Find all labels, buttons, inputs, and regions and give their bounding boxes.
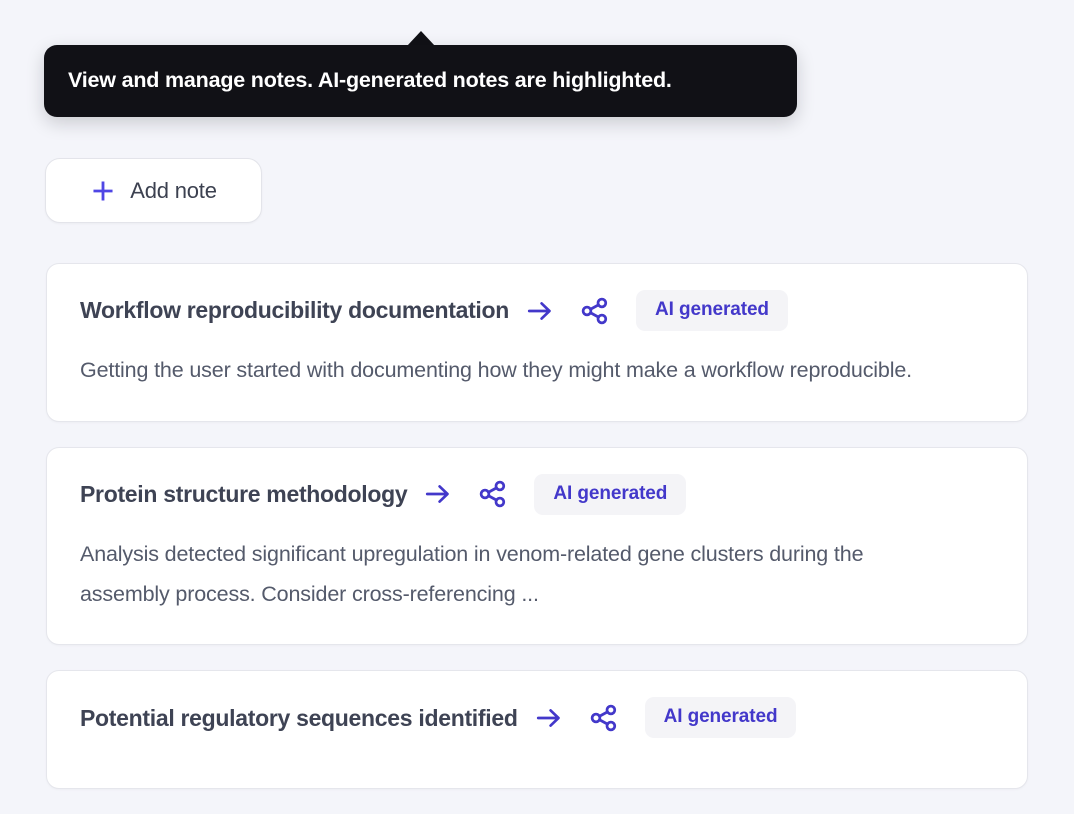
share-nodes-icon[interactable]: [580, 296, 610, 326]
note-card[interactable]: Workflow reproducibility documentation A…: [46, 263, 1028, 422]
arrow-right-icon[interactable]: [526, 298, 554, 324]
add-note-button[interactable]: Add note: [45, 158, 262, 223]
note-card[interactable]: Protein structure methodology AI generat…: [46, 446, 1028, 646]
status-badge: AI generated: [644, 697, 797, 739]
status-badge: AI generated: [534, 473, 687, 515]
arrow-right-icon[interactable]: [424, 481, 452, 507]
tooltip-tail-icon: [407, 31, 435, 46]
note-body: Analysis detected significant upregulati…: [80, 541, 864, 606]
tooltip-text: View and manage notes. AI-generated note…: [68, 68, 672, 93]
notes-list: Workflow reproducibility documentation A…: [46, 263, 1028, 814]
add-note-label: Add note: [130, 177, 217, 203]
share-nodes-icon[interactable]: [589, 703, 619, 733]
note-title: Protein structure methodology: [80, 481, 408, 508]
note-header: Potential regulatory sequences identifie…: [80, 697, 994, 739]
note-title: Potential regulatory sequences identifie…: [80, 704, 518, 731]
arrow-right-icon[interactable]: [535, 705, 563, 731]
note-title: Workflow reproducibility documentation: [80, 297, 510, 324]
note-card[interactable]: Potential regulatory sequences identifie…: [46, 670, 1028, 790]
status-badge: AI generated: [636, 290, 788, 331]
note-body: Getting the user started with documentin…: [80, 358, 912, 382]
plus-icon: [93, 180, 113, 201]
note-header: Protein structure methodology AI generat…: [80, 473, 994, 515]
tooltip: View and manage notes. AI-generated note…: [44, 45, 797, 117]
note-header: Workflow reproducibility documentation A…: [80, 290, 994, 331]
share-nodes-icon[interactable]: [478, 479, 508, 509]
